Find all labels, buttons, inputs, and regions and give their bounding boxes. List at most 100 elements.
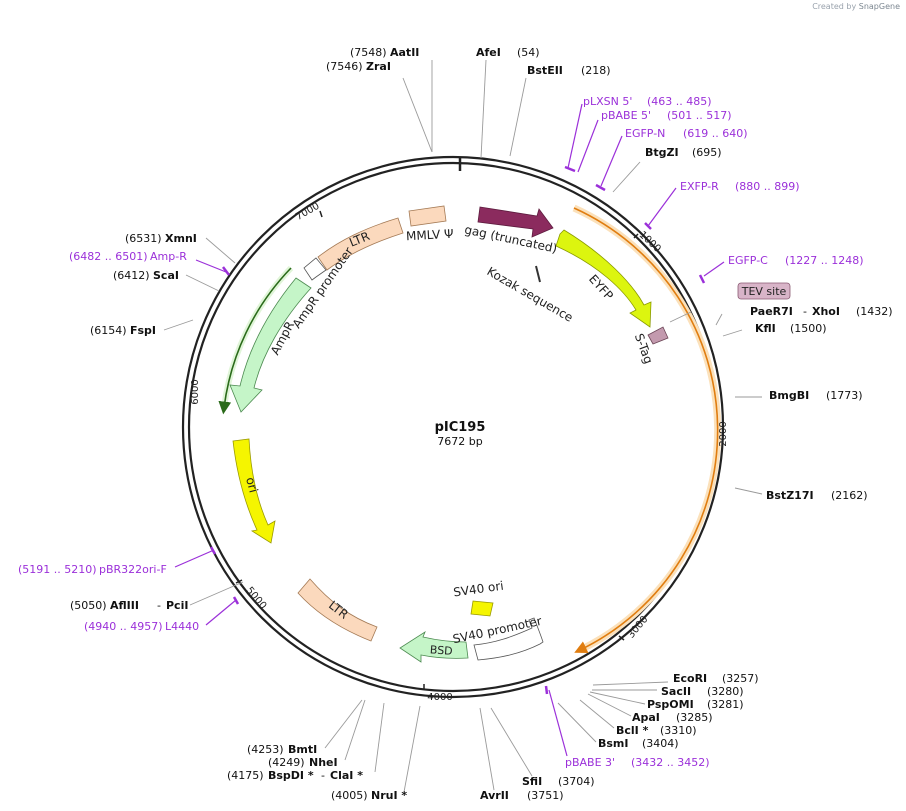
feature-sv40-promoter[interactable] (473, 617, 544, 661)
site-sfii[interactable]: SfiI (3704) (522, 775, 595, 788)
tick-3000 (618, 635, 625, 641)
site-bstz17i-name: BstZ17I (766, 489, 814, 502)
site-pspomi-name: PspOMI (647, 698, 694, 711)
site-afliii-pcii[interactable]: (5050) AflIII - PciI (70, 599, 188, 612)
feature-stag[interactable] (647, 326, 669, 345)
site-bmgbi-name: BmgBI (769, 389, 809, 402)
site-pspomi[interactable]: PspOMI (3281) (647, 698, 744, 711)
primer-pbabe3-name: pBABE 3' (565, 756, 615, 769)
site-avrii[interactable]: AvrII (3751) (480, 789, 564, 802)
feature-ltr-1[interactable] (317, 217, 404, 271)
site-kfli-name: KflI (755, 322, 776, 335)
feature-ori[interactable] (232, 438, 276, 544)
site-sacii-pos: (3280) (707, 685, 744, 698)
feature-mmlv-psi[interactable] (408, 205, 447, 227)
label-sv40-ori: SV40 ori (452, 579, 504, 600)
feature-ltr-2[interactable] (297, 578, 378, 642)
site-bsmi[interactable]: BsmI (3404) (598, 737, 679, 750)
primer-pbabe3[interactable]: pBABE 3' (3432 .. 3452) (565, 756, 710, 769)
backbone-outer (181, 155, 725, 699)
site-fspi[interactable]: (6154) FspI (90, 324, 156, 337)
site-btgzi-pos: (695) (692, 146, 722, 159)
site-bsmi-pos: (3404) (642, 737, 679, 750)
site-aatii-pos: (7548) (350, 46, 387, 59)
site-bmgbi[interactable]: BmgBI (1773) (769, 389, 863, 402)
site-bcli[interactable]: BclI * (3310) (616, 724, 697, 737)
site-bspdi-clai[interactable]: (4175) BspDI * - ClaI * (227, 769, 363, 782)
site-scai[interactable]: (6412) ScaI (113, 269, 179, 282)
site-kfli-pos: (1500) (790, 322, 827, 335)
primer-pbr322ori-f[interactable]: (5191 .. 5210) pBR322ori-F (18, 563, 167, 576)
feature-bsd[interactable] (399, 630, 469, 663)
feature-ampr[interactable] (229, 277, 312, 413)
primer-exfp-r[interactable]: EXFP-R (880 .. 899) (680, 180, 800, 193)
site-paer7i-xhoi[interactable]: PaeR7I - XhoI (1432) (750, 305, 893, 318)
site-btgzi[interactable]: BtgZI (695) (645, 146, 722, 159)
feature-sv40-ori[interactable] (470, 600, 494, 617)
tick-7000 (319, 210, 323, 218)
tick-label-2000: 2000 (718, 421, 729, 446)
site-fspi-name: FspI (130, 324, 156, 337)
primer-marks (209, 165, 706, 695)
site-afei-pos: (54) (517, 46, 540, 59)
site-bmti[interactable]: (4253) BmtI (247, 743, 317, 756)
site-connectors (163, 59, 763, 793)
site-ecori[interactable]: EcoRI (3257) (673, 672, 759, 685)
site-sfii-pos: (3704) (558, 775, 595, 788)
plasmid-size: 7672 bp (437, 435, 482, 448)
site-bstz17i[interactable]: BstZ17I (2162) (766, 489, 868, 502)
primer-plxsn5[interactable]: pLXSN 5' (463 .. 485) (583, 95, 712, 108)
primer-l4440-name: L4440 (165, 620, 199, 633)
site-afliii-pos: (5050) (70, 599, 107, 612)
tick-label-7000: 7000 (294, 201, 322, 223)
site-clai-name: ClaI * (330, 769, 363, 782)
site-xmni-name: XmnI (165, 232, 197, 245)
site-bcli-pos: (3310) (660, 724, 697, 737)
primer-exfp-r-range: (880 .. 899) (735, 180, 800, 193)
primer-egfp-c[interactable]: EGFP-C (1227 .. 1248) (728, 254, 864, 267)
site-paer7i-pos: (1432) (856, 305, 893, 318)
site-avrii-name: AvrII (480, 789, 509, 802)
site-scai-name: ScaI (153, 269, 179, 282)
primer-egfp-c-range: (1227 .. 1248) (785, 254, 864, 267)
site-nhei[interactable]: (4249) NheI (268, 756, 338, 769)
tick-label-6000: 6000 (190, 379, 201, 404)
site-nhei-pos: (4249) (268, 756, 305, 769)
site-bsteii[interactable]: BstEII (218) (527, 64, 611, 77)
site-aatii[interactable]: (7548) AatII (350, 46, 419, 59)
feature-gag[interactable] (477, 206, 554, 238)
site-zrai-name: ZraI (366, 60, 391, 73)
primer-connectors (174, 103, 725, 757)
site-apai[interactable]: ApaI (3285) (632, 711, 713, 724)
site-bsteii-name: BstEII (527, 64, 563, 77)
site-afei[interactable]: AfeI (54) (476, 46, 540, 59)
site-zrai[interactable]: (7546) ZraI (326, 60, 391, 73)
feature-eyfp[interactable] (555, 229, 652, 328)
primer-l4440[interactable]: (4940 .. 4957) L4440 (84, 620, 199, 633)
primer-amp-r[interactable]: (6482 .. 6501) Amp-R (69, 250, 187, 263)
site-sacii[interactable]: SacII (3280) (661, 685, 744, 698)
site-ecori-name: EcoRI (673, 672, 707, 685)
primer-egfp-n[interactable]: EGFP-N (619 .. 640) (625, 127, 748, 140)
feature-ampr-promoter[interactable] (303, 257, 327, 281)
site-ecori-pos: (3257) (722, 672, 759, 685)
site-apai-pos: (3285) (676, 711, 713, 724)
site-fspi-pos: (6154) (90, 324, 127, 337)
site-apai-name: ApaI (632, 711, 660, 724)
site-kfli[interactable]: KflI (1500) (755, 322, 827, 335)
primer-plxsn5-range: (463 .. 485) (647, 95, 712, 108)
primer-pbabe5[interactable]: pBABE 5' (501 .. 517) (601, 109, 732, 122)
site-bmti-name: BmtI (288, 743, 317, 756)
snapgene-logo: SnapGene (858, 2, 900, 11)
primer-pbr322ori-f-range: (5191 .. 5210) (18, 563, 97, 576)
site-afliii-separator: - (157, 599, 161, 612)
site-xmni[interactable]: (6531) XmnI (125, 232, 197, 245)
site-pspomi-pos: (3281) (707, 698, 744, 711)
site-afei-name: AfeI (476, 46, 501, 59)
feature-kozak (535, 265, 541, 283)
created-by-text: Created by (812, 2, 857, 11)
tev-site-badge[interactable] (737, 282, 791, 300)
site-nrui[interactable]: (4005) NruI * (331, 789, 407, 802)
site-sacii-name: SacII (661, 685, 691, 698)
